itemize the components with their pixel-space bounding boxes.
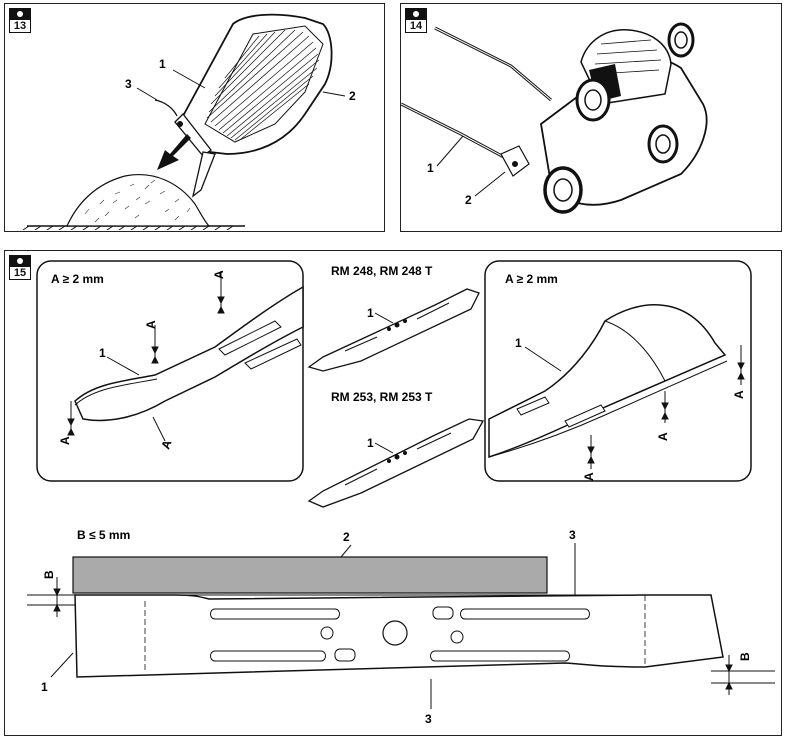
dim-a-left-3: A	[58, 436, 72, 445]
gap-label-a-right: A ≥ 2 mm	[505, 272, 558, 286]
dim-a-left-1: A	[212, 270, 226, 279]
dim-a-right-2: A	[656, 432, 670, 441]
fig13-callout-2: 2	[349, 89, 356, 103]
figure-15-panel: 15 A ≥ 2 mm A A A A 1 RM 248, RM 248 T	[4, 250, 782, 736]
figure-15-number: 15	[13, 267, 27, 279]
dim-b-left: B	[42, 570, 56, 579]
figure-13-badge: 13	[9, 8, 31, 33]
fig15-callout-3-top: 3	[569, 528, 576, 542]
grass-pile	[66, 174, 211, 227]
figure-14-panel: 14	[400, 3, 782, 232]
model-label-top: RM 248, RM 248 T	[331, 264, 433, 278]
dim-b-right: B	[738, 652, 752, 661]
fig14-callout-2: 2	[465, 193, 472, 207]
fig13-callout-1: 1	[159, 57, 166, 71]
dim-a-left-2: A	[144, 320, 158, 329]
figure-15-illustration: A ≥ 2 mm A A A A 1 RM 248, RM 248 T 1	[27, 260, 775, 726]
fig15-right-callout-1: 1	[515, 336, 522, 350]
fig15-callout-2: 2	[343, 530, 350, 544]
straight-edge-gauge	[72, 556, 548, 594]
gap-label-a-left: A ≥ 2 mm	[51, 272, 104, 286]
figure-13-panel: 13	[4, 3, 385, 232]
fig15-center-callout-1a: 1	[367, 306, 374, 320]
blade-rm248	[307, 288, 480, 372]
dim-a-right-1: A	[732, 390, 746, 399]
gap-label-b: B ≤ 5 mm	[77, 528, 130, 542]
wheel-front-right	[647, 124, 679, 164]
figure-14-number: 14	[409, 20, 423, 32]
dim-a-right-3: A	[582, 472, 596, 481]
fig15-callout-1-bottom: 1	[41, 680, 48, 694]
wheel-front-left	[543, 166, 583, 214]
figure-15-badge: 15	[9, 255, 31, 280]
camera-icon	[10, 256, 30, 267]
model-label-bottom: RM 253, RM 253 T	[331, 390, 433, 404]
camera-icon	[406, 9, 426, 20]
fig15-callout-3-bottom: 3	[425, 712, 432, 726]
figure-13-illustration: 1 2 3	[22, 13, 356, 230]
fig15-left-callout-1: 1	[99, 346, 106, 360]
fig13-callout-3: 3	[125, 77, 132, 91]
figure-13-number: 13	[13, 20, 27, 32]
wheel-rear-right	[667, 22, 695, 58]
camera-icon	[10, 9, 30, 20]
figure-14-illustration: 1 2	[401, 22, 708, 214]
dump-direction-arrow	[157, 134, 191, 170]
blade-rm253	[307, 418, 485, 508]
figure-14-badge: 14	[405, 8, 427, 33]
wheel-rear-left	[575, 78, 611, 122]
fig15-center-callout-1b: 1	[367, 436, 374, 450]
fig14-callout-1: 1	[427, 161, 434, 175]
